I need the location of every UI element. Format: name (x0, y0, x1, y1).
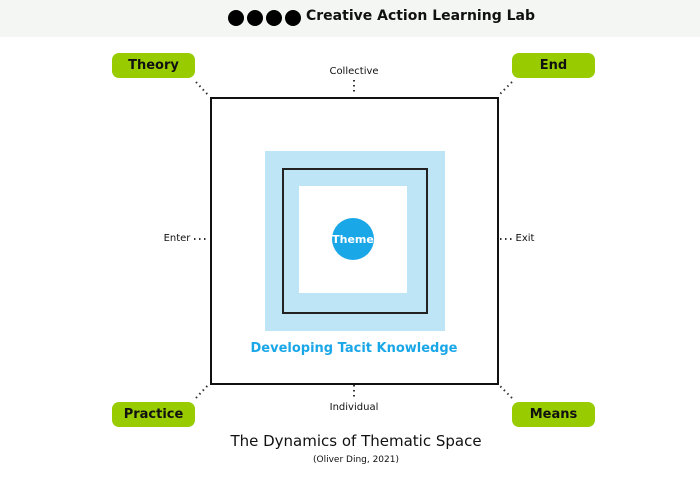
individual-label: Individual (329, 402, 379, 413)
enter-label: Enter (163, 233, 191, 244)
exit-label: Exit (515, 233, 535, 244)
call-logo (228, 10, 301, 26)
header-bar (0, 0, 700, 37)
collective-label: Collective (329, 66, 379, 77)
diagram-title: The Dynamics of Thematic Space (230, 432, 482, 450)
practice-pill: Practice (112, 402, 195, 427)
end-pill: End (512, 53, 595, 78)
inner-border (282, 168, 428, 314)
tacit-knowledge-caption: Developing Tacit Knowledge (250, 341, 458, 356)
theme-circle: Theme (332, 218, 374, 260)
thematic-space-square (210, 97, 499, 385)
diagram-subtitle: (Oliver Ding, 2021) (312, 455, 400, 465)
brand-name: Creative Action Learning Lab (306, 8, 535, 24)
theory-pill: Theory (112, 53, 195, 78)
means-pill: Means (512, 402, 595, 427)
